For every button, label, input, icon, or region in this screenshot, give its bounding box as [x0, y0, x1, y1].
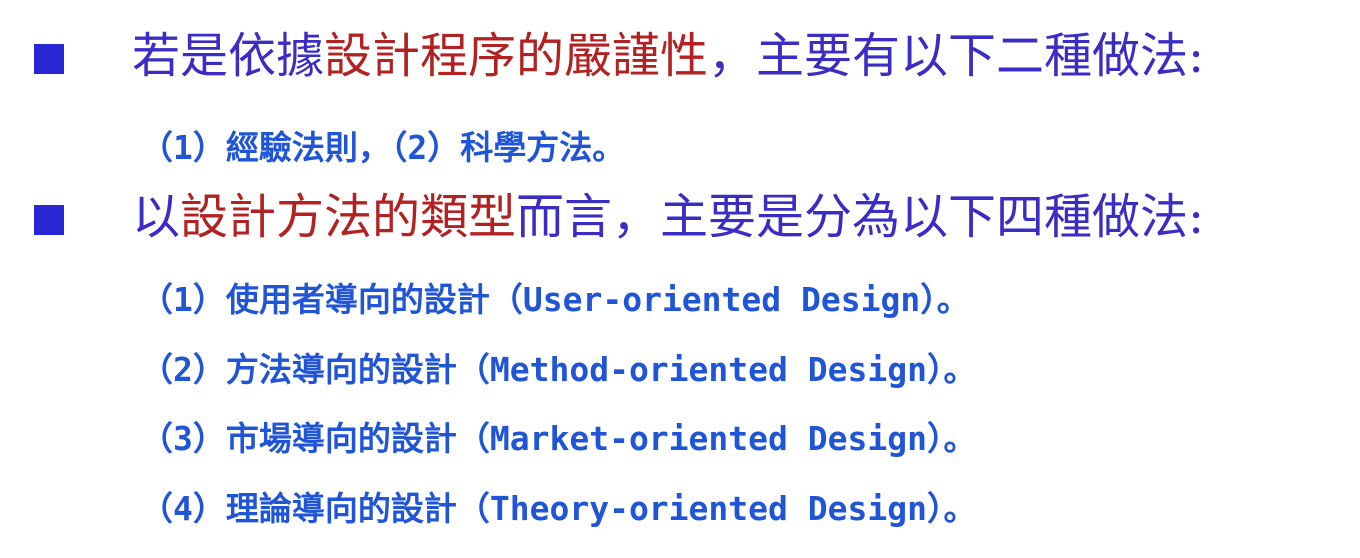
- bullet-2-heading-post: 而言，主要是分為以下四種做法:: [516, 189, 1205, 245]
- bullet-2-subitem-2: （2）方法導向的設計（Method-oriented Design）。: [140, 350, 977, 389]
- bullet-2-subitem-3: （3）市場導向的設計（Market-oriented Design）。: [140, 419, 977, 458]
- bullet-1-subitem-1: （1）經驗法則，（2）科學方法。: [140, 128, 626, 167]
- bullet-2-heading-pre: 以: [132, 189, 181, 245]
- bullet-2-heading-highlight: 設計方法的類型: [180, 189, 517, 245]
- bullet-2-heading: 以設計方法的類型而言，主要是分為以下四種做法:: [132, 187, 1204, 247]
- bullet-1-heading-pre: 若是依據: [132, 28, 325, 84]
- bullet-2-subitem-1: （1）使用者導向的設計（User-oriented Design）。: [140, 280, 970, 319]
- bullet-1-heading-post: ，主要有以下二種做法:: [708, 28, 1205, 84]
- bullet-1-heading: 若是依據設計程序的嚴謹性，主要有以下二種做法:: [132, 26, 1204, 86]
- bullet-2-subitem-4: （4）理論導向的設計（Theory-oriented Design）。: [140, 489, 977, 528]
- square-bullet-icon: [34, 44, 64, 74]
- square-bullet-icon: [34, 205, 64, 235]
- bullet-1-heading-highlight: 設計程序的嚴謹性: [324, 28, 709, 84]
